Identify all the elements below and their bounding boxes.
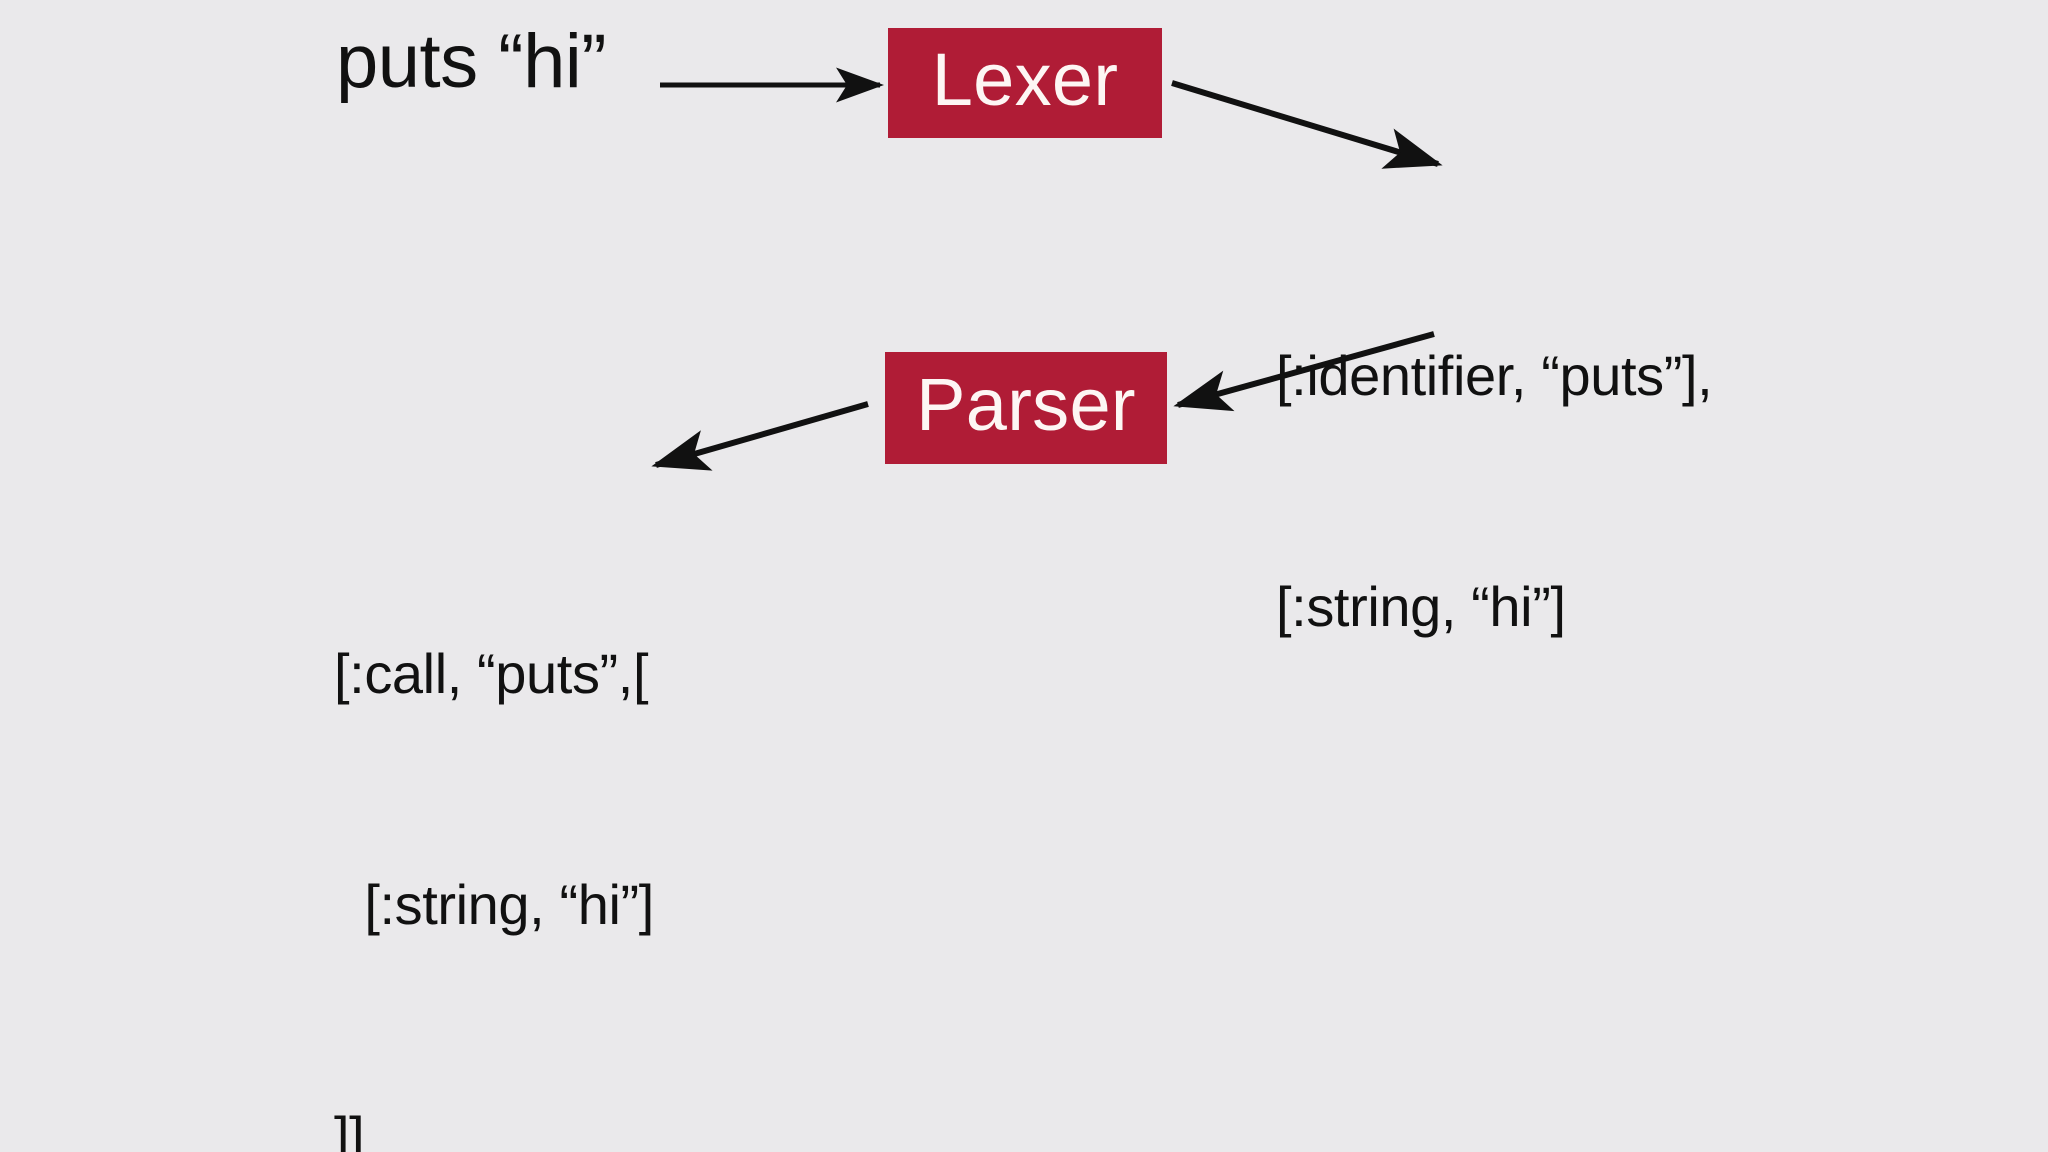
source-code-text: puts “hi” bbox=[336, 19, 607, 104]
arrow-lexer-to-tokens bbox=[1171, 80, 1443, 169]
stage-box-parser[interactable]: Parser bbox=[885, 352, 1167, 464]
stage-label-parser: Parser bbox=[916, 363, 1136, 446]
arrow-parser-to-ast bbox=[651, 401, 869, 471]
ast-output-text: [:call, “puts”,[ [:string, “hi”] ]] bbox=[334, 480, 654, 1152]
ast-line-2: [:string, “hi”] bbox=[334, 873, 654, 937]
stage-label-lexer: Lexer bbox=[931, 38, 1119, 121]
token-line-2: [:string, “hi”] bbox=[1276, 575, 1566, 639]
token-list-text: [:identifier, “puts”], [:string, “hi”] bbox=[1276, 182, 1713, 800]
ast-line-3: ]] bbox=[334, 1105, 365, 1152]
stage-box-lexer[interactable]: Lexer bbox=[888, 28, 1162, 138]
ast-line-1: [:call, “puts”,[ bbox=[334, 641, 649, 705]
token-line-1: [:identifier, “puts”], bbox=[1276, 343, 1713, 407]
